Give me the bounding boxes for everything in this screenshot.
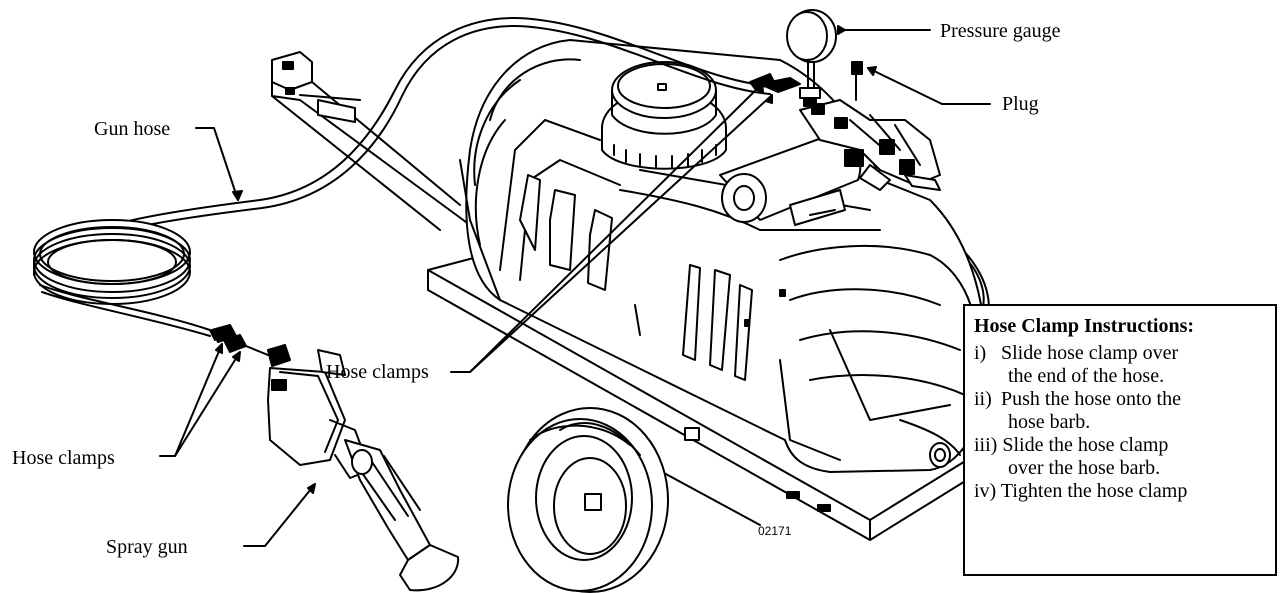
tank-lid: [601, 61, 727, 170]
label-pressure-gauge: Pressure gauge: [940, 20, 1061, 42]
instruction-step: ii) Push the hose onto the hose barb.: [974, 388, 1275, 434]
step-text: Slide hose clamp over: [1001, 342, 1179, 364]
spray-tank: [459, 39, 988, 473]
label-gun-hose: Gun hose: [94, 118, 171, 140]
step-text-continued: the end of the hose.: [1008, 365, 1165, 387]
step-text-continued: over the hose barb.: [1008, 457, 1161, 479]
leader-lines: [159, 25, 991, 547]
pressure-gauge-drawing: [786, 9, 837, 107]
instructions-title: Hose Clamp Instructions:: [974, 315, 1195, 337]
spray-gun-drawing: [211, 324, 460, 592]
label-hose-clamps-left: Hose clamps: [12, 447, 115, 469]
step-text: Push the hose onto the: [1001, 388, 1181, 410]
step-number: ii): [974, 388, 992, 410]
figure-number: 02171: [758, 524, 792, 538]
step-text: Tighten the hose clamp: [1000, 480, 1188, 502]
valve-manifold: [799, 99, 941, 191]
label-plug: Plug: [1002, 93, 1039, 115]
plug-drawing: [851, 61, 863, 101]
hose-clamp-instructions: Hose Clamp Instructions: i) Slide hose c…: [963, 304, 1277, 576]
step-number: i): [974, 342, 987, 364]
step-number: iv): [974, 480, 997, 502]
step-text: Slide the hose clamp: [1002, 434, 1169, 456]
instruction-step: iv) Tighten the hose clamp: [974, 480, 1275, 503]
label-spray-gun: Spray gun: [106, 536, 188, 558]
instruction-step: iii) Slide the hose clamp over the hose …: [974, 434, 1275, 480]
gun-hose: [33, 17, 801, 341]
instruction-step: i) Slide hose clamp over the end of the …: [974, 342, 1275, 388]
step-number: iii): [974, 434, 998, 456]
label-hose-clamps-center: Hose clamps: [326, 361, 429, 383]
step-text-continued: hose barb.: [1008, 411, 1091, 433]
wheel: [507, 407, 669, 593]
trailer-tongue: [271, 51, 471, 231]
